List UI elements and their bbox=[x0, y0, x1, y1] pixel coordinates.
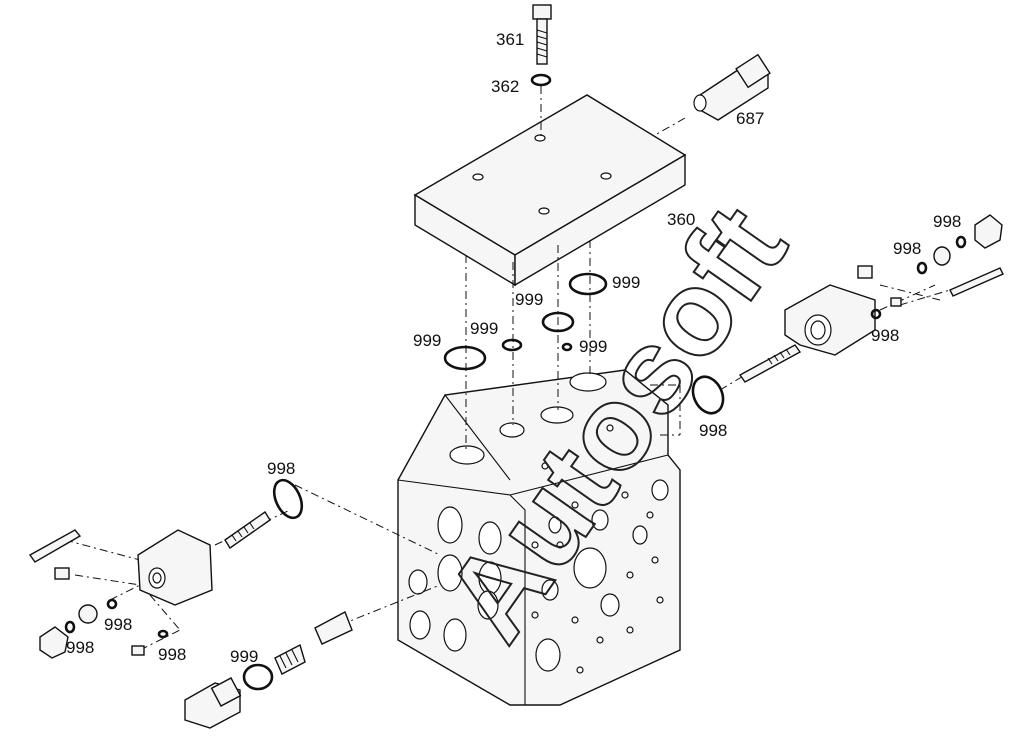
callout-999-a: 999 bbox=[612, 273, 640, 292]
callout-998-a: 998 bbox=[933, 212, 961, 231]
callout-361: 361 bbox=[496, 30, 524, 49]
bolt bbox=[532, 4, 552, 65]
callout-999-e: 999 bbox=[579, 337, 607, 356]
left-end-cap bbox=[28, 478, 304, 659]
cartridge-valve bbox=[693, 53, 771, 121]
callout-999-f: 999 bbox=[230, 647, 258, 666]
callout-998-c: 998 bbox=[871, 326, 899, 345]
lower-plug-assembly bbox=[184, 611, 353, 729]
callout-998-f: 998 bbox=[104, 615, 132, 634]
callout-362: 362 bbox=[491, 77, 519, 96]
callout-998-h: 998 bbox=[158, 645, 186, 664]
callout-360: 360 bbox=[667, 210, 695, 229]
callout-999-b: 999 bbox=[515, 290, 543, 309]
callout-998-e: 998 bbox=[267, 459, 295, 478]
callout-687: 687 bbox=[736, 109, 764, 128]
cover-plate bbox=[413, 94, 687, 287]
washer bbox=[530, 73, 552, 87]
callout-999-d: 999 bbox=[413, 331, 441, 350]
valve-block-body bbox=[397, 369, 681, 706]
callout-999-c: 999 bbox=[470, 319, 498, 338]
o-rings-top bbox=[443, 272, 608, 371]
callout-998-d: 998 bbox=[699, 421, 727, 440]
right-end-cap bbox=[691, 214, 1004, 415]
callout-998-b: 998 bbox=[893, 239, 921, 258]
callout-998-g: 998 bbox=[66, 638, 94, 657]
